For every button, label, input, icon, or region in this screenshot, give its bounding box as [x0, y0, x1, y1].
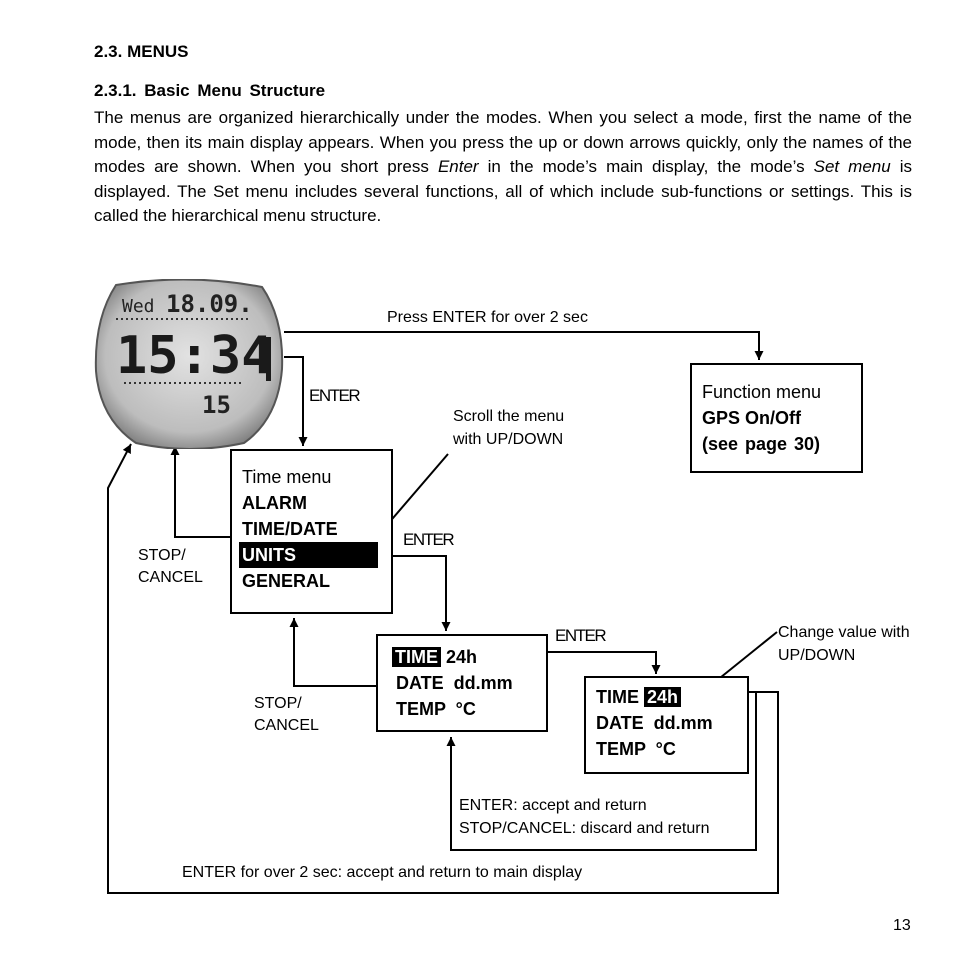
enter-label-1: ENTER — [309, 386, 361, 405]
time-menu-item-units: UNITS — [239, 542, 378, 568]
function-menu-page-ref: (see page 30) — [702, 434, 821, 454]
function-menu-gps: GPS On/Off — [702, 408, 801, 428]
long-enter-label: ENTER for over 2 sec: accept and return … — [182, 864, 583, 881]
scroll-label-1: Scroll the menu — [453, 408, 565, 425]
function-menu-title: Function menu — [702, 382, 822, 402]
change-value-label-2: UP/DOWN — [778, 647, 856, 664]
watch-seconds: 15 — [202, 391, 231, 419]
subsection-heading: 2.3.1. Basic Menu Structure — [94, 81, 326, 100]
units-edit-box: TIME 24h DATE dd.mm TEMP °C — [584, 676, 749, 774]
units-menu-temp-row: TEMP °C — [396, 699, 476, 719]
enter-label-3: ENTER — [555, 626, 607, 645]
time-menu-title: Time menu — [242, 467, 332, 487]
units-menu-time-label: TIME — [392, 647, 441, 667]
time-menu-item-timedate: TIME/DATE — [242, 519, 338, 539]
units-menu-date-row: DATE dd.mm — [396, 673, 513, 693]
stop-cancel-label-2b: CANCEL — [254, 717, 319, 734]
enter-label-2: ENTER — [403, 530, 455, 549]
watch-date: 18.09. — [166, 290, 253, 318]
change-value-label-1: Change value with — [778, 624, 910, 641]
units-menu-time-value: 24h — [446, 647, 478, 667]
stop-cancel-label-1b: CANCEL — [138, 569, 203, 586]
section-heading: 2.3. MENUS — [94, 42, 189, 61]
discard-return-label: STOP/CANCEL: discard and return — [459, 820, 710, 837]
watch-time: 15:34 — [116, 326, 273, 386]
time-menu-item-alarm: ALARM — [242, 493, 307, 513]
page-number: 13 — [893, 917, 911, 934]
accept-return-label: ENTER: accept and return — [459, 797, 647, 814]
units-edit-date-row: DATE dd.mm — [596, 713, 713, 733]
time-menu-box: Time menu ALARM TIME/DATE UNITS GENERAL — [230, 449, 393, 614]
time-menu-item-general: GENERAL — [242, 571, 331, 591]
press-enter-label: Press ENTER for over 2 sec — [387, 309, 588, 326]
function-menu-box: Function menu GPS On/Off (see page 30) — [690, 363, 863, 473]
stop-cancel-label-2a: STOP/ — [254, 695, 302, 712]
units-edit-time-label: TIME — [596, 687, 639, 707]
body-paragraph: The menus are organized hierarchically u… — [94, 108, 913, 225]
watch-day: Wed — [122, 296, 155, 317]
stop-cancel-label-1a: STOP/ — [138, 547, 186, 564]
units-menu-box: TIME 24h DATE dd.mm TEMP °C — [376, 634, 548, 732]
units-edit-time-value: 24h — [644, 687, 682, 707]
units-menu-time-row: TIME 24h — [392, 644, 477, 670]
watch-display: Wed 18.09. 15:34 15 — [94, 279, 284, 449]
scroll-label-2: with UP/DOWN — [453, 431, 564, 448]
units-edit-temp-row: TEMP °C — [596, 739, 676, 759]
units-edit-time-row: TIME 24h — [596, 684, 682, 710]
